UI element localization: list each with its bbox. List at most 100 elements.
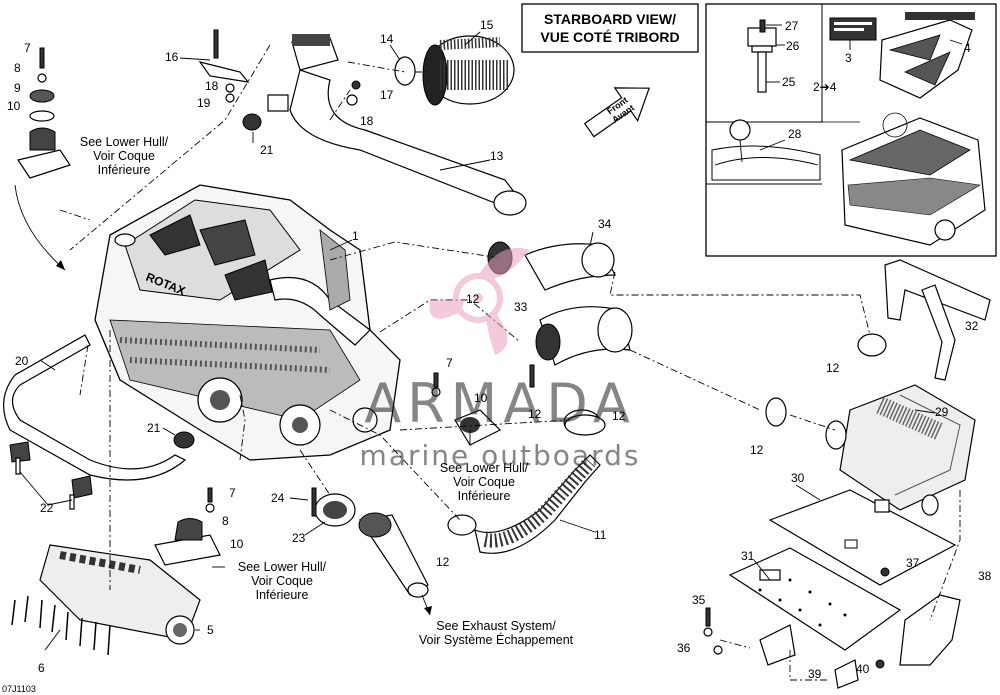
engine-cover-part	[879, 12, 975, 99]
intercooler-part	[825, 384, 976, 516]
callout-18: 18	[205, 79, 219, 93]
engine-mount-top	[17, 47, 71, 179]
callout-26: 26	[786, 39, 800, 53]
clamps-12-right	[564, 333, 887, 436]
callout-39: 39	[808, 667, 822, 681]
callout-10: 10	[474, 391, 488, 405]
view-title-line2: VUE COTÉ TRIBORD	[540, 29, 679, 45]
note-line: See Lower Hull/	[80, 135, 169, 149]
callout-21: 21	[147, 421, 161, 435]
bracket-38-part	[899, 594, 961, 666]
view-title-box: STARBOARD VIEW/ VUE COTÉ TRIBORD	[521, 3, 699, 53]
callout-leaders	[19, 31, 936, 651]
callout-10: 10	[230, 537, 244, 551]
callout-3: 3	[845, 51, 852, 65]
callout-8: 8	[222, 514, 229, 528]
callout-19: 19	[197, 96, 211, 110]
note-exhaust-system: See Exhaust System/ Voir Système Échappe…	[419, 619, 574, 647]
callout-12: 12	[826, 361, 840, 375]
view-title-line1: STARBOARD VIEW/	[544, 11, 676, 27]
watermark: ARMADA marine outboards	[360, 247, 638, 472]
callout-24: 24	[271, 491, 285, 505]
note-line: Inférieure	[256, 588, 309, 602]
callout-16: 16	[165, 50, 179, 64]
callout-30: 30	[791, 471, 805, 485]
note-line: Voir Coque	[93, 149, 155, 163]
callout-12: 12	[436, 555, 450, 569]
detail-inset	[705, 3, 997, 257]
callout-2-to-4: 2➔4	[813, 80, 837, 94]
callout-27: 27	[785, 19, 799, 33]
callout-9: 9	[14, 81, 21, 95]
air-filter-part	[422, 35, 515, 106]
hose-20-part	[3, 334, 195, 481]
callout-33: 33	[514, 300, 528, 314]
callout-28: 28	[788, 127, 802, 141]
callout-6: 6	[38, 661, 45, 675]
figure-code: 07J1103	[2, 684, 36, 694]
propeller-logo	[429, 247, 530, 355]
callout-18: 18	[360, 114, 374, 128]
callout-12: 12	[612, 409, 626, 423]
note-line: See Lower Hull/	[440, 461, 529, 475]
engine-mount-right	[431, 364, 535, 446]
callout-40: 40	[856, 662, 870, 676]
note-line: Voir Coque	[453, 475, 515, 489]
callout-7: 7	[446, 356, 453, 370]
callout-35: 35	[692, 593, 706, 607]
callout-numbers: 1 2➔4 3 4 5 6 7 7 7 8 8 9 10 10 10 11 12…	[7, 18, 992, 681]
callout-23: 23	[292, 531, 306, 545]
straps-32-part	[884, 259, 991, 381]
callout-1: 1	[352, 229, 359, 243]
callout-4: 4	[964, 41, 971, 55]
callout-32: 32	[965, 319, 979, 333]
callout-31: 31	[741, 549, 755, 563]
note-line: See Lower Hull/	[238, 560, 327, 574]
callout-12: 12	[528, 407, 542, 421]
callout-7: 7	[24, 41, 31, 55]
note-line: See Exhaust System/	[436, 619, 556, 633]
exhaust-outlet-part	[311, 487, 429, 598]
note-lower-hull-bottom: See Lower Hull/ Voir Coque Inférieure	[238, 560, 327, 602]
mounting-plate-30	[768, 489, 957, 586]
front-direction-arrow: Front Avant	[583, 87, 650, 138]
callout-29: 29	[935, 405, 949, 419]
callout-21: 21	[260, 143, 274, 157]
anchor-bracket-part	[747, 19, 777, 93]
engine-mount-middle	[154, 487, 221, 566]
air-intake-assembly	[198, 29, 527, 216]
callout-37: 37	[906, 556, 920, 570]
callout-36: 36	[677, 641, 691, 655]
callout-15: 15	[480, 18, 494, 32]
note-line: Voir Système Échappement	[419, 632, 574, 647]
callout-12: 12	[750, 443, 764, 457]
callout-22: 22	[40, 501, 54, 515]
inset-engine-part	[841, 112, 986, 246]
callout-38: 38	[978, 569, 992, 583]
callout-20: 20	[15, 354, 29, 368]
exhaust-manifold-part	[11, 544, 201, 656]
callout-12: 12	[466, 292, 480, 306]
hardware-35-36-37-40	[703, 567, 890, 669]
note-line: Voir Coque	[251, 574, 313, 588]
callout-13: 13	[490, 149, 504, 163]
callout-8: 8	[14, 61, 21, 75]
callout-34: 34	[598, 217, 612, 231]
note-lower-hull-top: See Lower Hull/ Voir Coque Inférieure	[80, 135, 169, 177]
engine-block-part: ROTAX	[94, 184, 401, 461]
callout-5: 5	[207, 623, 214, 637]
callout-7: 7	[229, 486, 236, 500]
note-line: Inférieure	[98, 163, 151, 177]
callout-25: 25	[782, 75, 796, 89]
decal-part	[829, 17, 877, 41]
callout-10: 10	[7, 99, 21, 113]
callout-17: 17	[380, 88, 394, 102]
watermark-brand: ARMADA	[364, 372, 636, 435]
callout-14: 14	[380, 32, 394, 46]
note-lower-hull-middle: See Lower Hull/ Voir Coque Inférieure	[440, 461, 529, 503]
callout-11: 11	[594, 528, 607, 542]
note-arrows	[14, 184, 471, 616]
clamps-22-part	[9, 441, 93, 510]
note-line: Inférieure	[458, 489, 511, 503]
